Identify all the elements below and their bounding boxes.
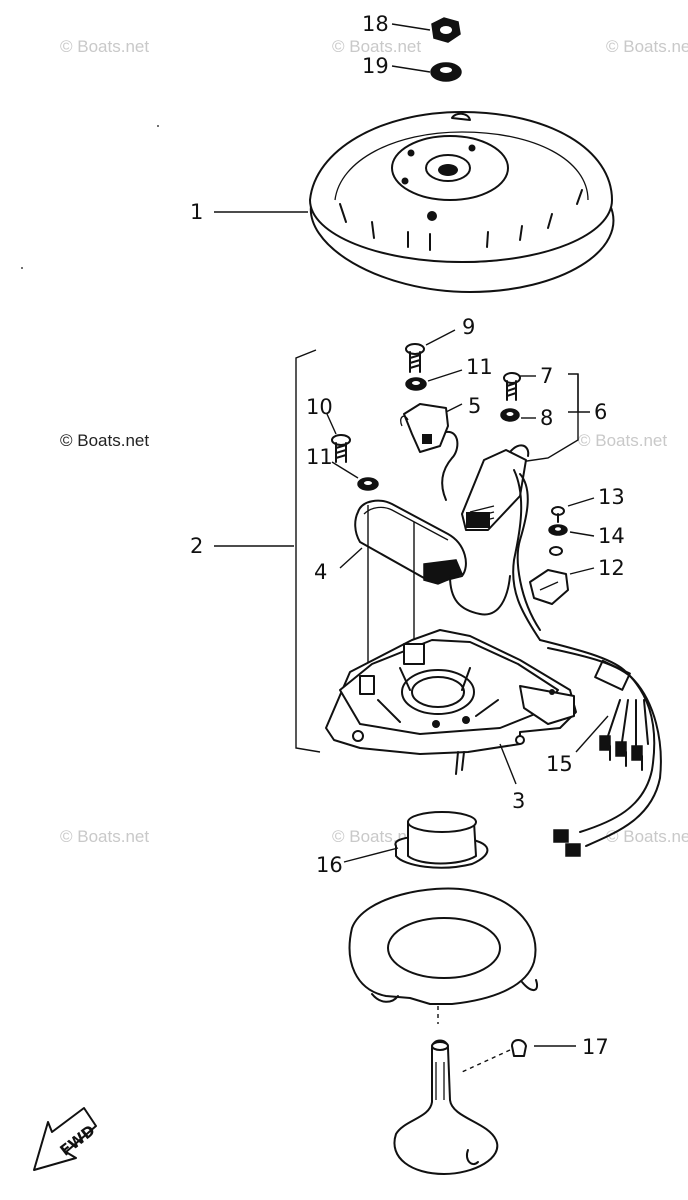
callout-15: 15 xyxy=(546,752,573,776)
part-8-washer: 8 xyxy=(500,406,553,430)
part-13-screw: 13 xyxy=(551,485,625,523)
crankcase-disc xyxy=(348,887,538,1024)
part-6-charge-coil xyxy=(461,444,541,641)
part-7-screw: 7 xyxy=(503,364,553,401)
part-12-clamp: 12 xyxy=(529,546,625,605)
callout-18: 18 xyxy=(362,12,389,36)
watermark: © Boats.net xyxy=(606,827,688,846)
watermark: © Boats.net xyxy=(60,37,149,56)
part-1-flywheel: 1 xyxy=(190,111,615,293)
crankshaft xyxy=(393,1039,499,1175)
part-14-washer: 14 xyxy=(548,524,625,548)
watermark: © Boats.net xyxy=(332,37,421,56)
part-10-screw: 10 xyxy=(306,395,351,463)
watermark: © Boats.net xyxy=(606,37,688,56)
callout-1: 1 xyxy=(190,200,203,224)
part-18-nut: 18 xyxy=(362,12,461,43)
callout-5: 5 xyxy=(468,394,481,418)
watermark: © Boats.net xyxy=(578,431,667,450)
part-4-coil: 4 xyxy=(314,499,511,680)
callout-12: 12 xyxy=(598,556,625,580)
assembly-bracket-2: 2 xyxy=(190,349,321,753)
part-9-screw: 9 xyxy=(405,315,475,373)
callout-9: 9 xyxy=(462,315,475,339)
callout-8: 8 xyxy=(540,406,553,430)
callout-4: 4 xyxy=(314,560,327,584)
callout-7: 7 xyxy=(540,364,553,388)
fwd-arrow-icon: FWD xyxy=(33,1107,99,1171)
callout-14: 14 xyxy=(598,524,625,548)
part-17-key: 17 xyxy=(461,1035,609,1073)
part-5-coil: 5 xyxy=(400,394,481,501)
part-15-wire-harness: 15 xyxy=(539,639,662,857)
part-6-bracket: 6 xyxy=(519,373,607,463)
watermark: © Boats.net xyxy=(60,827,149,846)
callout-3: 3 xyxy=(512,789,525,813)
callout-11a: 11 xyxy=(466,355,493,379)
part-16-collar: 16 xyxy=(316,811,489,877)
watermark-group: © Boats.net © Boats.net © Boats.net © Bo… xyxy=(60,37,688,846)
callout-19: 19 xyxy=(362,54,389,78)
callout-10: 10 xyxy=(306,395,333,419)
part-11-washer-upper: 11 xyxy=(405,355,493,391)
callout-6: 6 xyxy=(594,400,607,424)
callout-13: 13 xyxy=(598,485,625,509)
callout-11b: 11 xyxy=(306,445,333,469)
callout-17: 17 xyxy=(582,1035,609,1059)
part-19-washer: 19 xyxy=(362,54,462,82)
watermark: © Boats.net xyxy=(60,431,149,450)
callout-16: 16 xyxy=(316,853,343,877)
part-11-washer-lower: 11 xyxy=(306,445,379,491)
callout-2: 2 xyxy=(190,534,203,558)
part-3-stator-base: 3 xyxy=(325,629,577,813)
